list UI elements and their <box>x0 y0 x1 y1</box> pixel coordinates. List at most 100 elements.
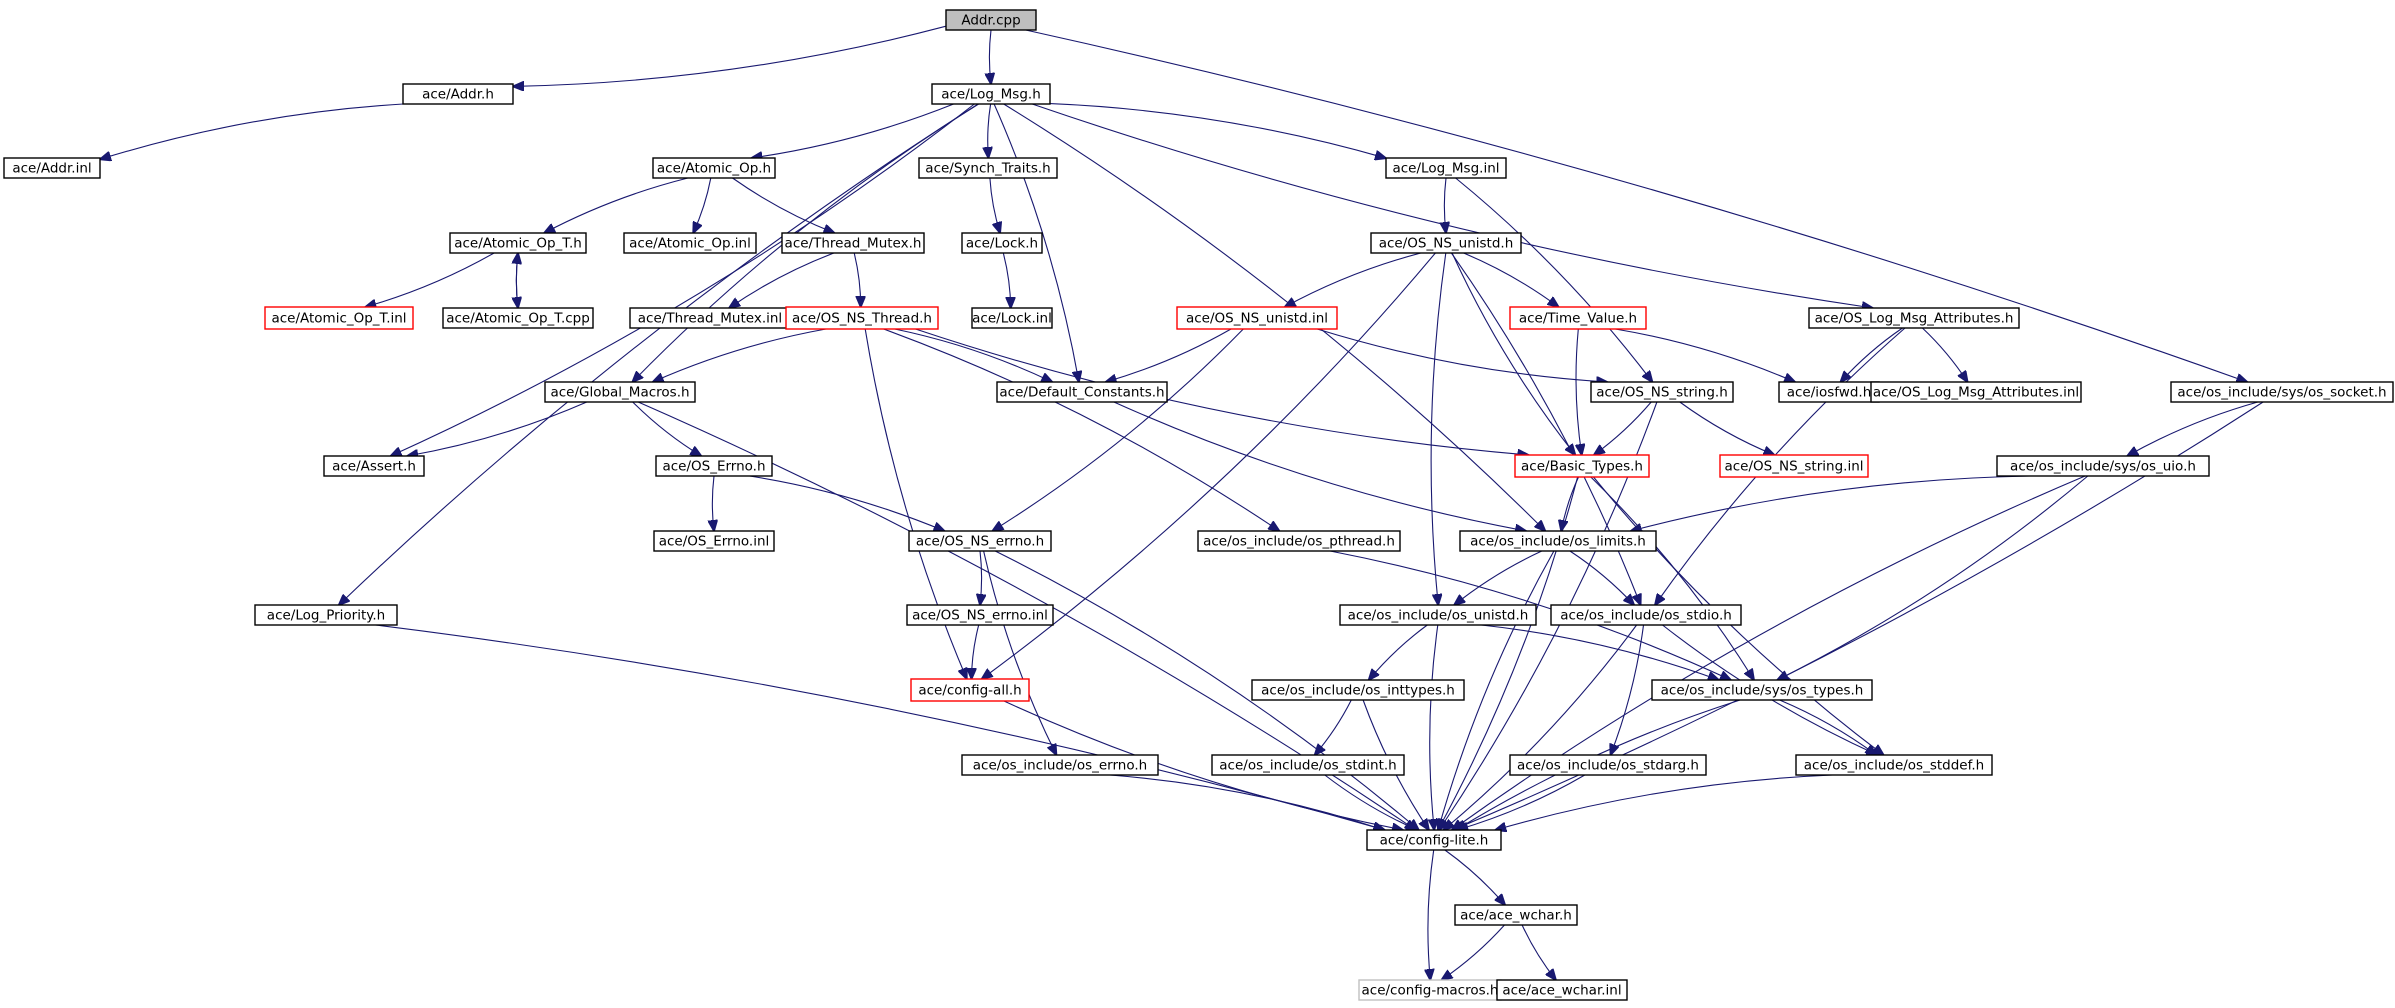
edge-os_ns_unistd_h-to-time_value_h <box>1463 252 1559 307</box>
node-os-ns-thread-h[interactable]: ace/OS_NS_Thread.h <box>785 306 939 330</box>
node-label: ace/os_include/os_limits.h <box>1470 534 1646 550</box>
node-os-stdarg-h[interactable]: ace/os_include/os_stdarg.h <box>1509 754 1707 776</box>
edge-os_ns_unistd_inl-to-default_constants_h <box>1106 328 1232 382</box>
node-config-lite-h[interactable]: ace/config-lite.h <box>1366 829 1502 851</box>
node-ace-wchar-h[interactable]: ace/ace_wchar.h <box>1454 904 1578 926</box>
edge-line <box>732 177 835 233</box>
node-box <box>945 9 1037 31</box>
edge-os_stdio_h-to-config_lite_h <box>1443 624 1638 830</box>
node-box <box>1454 904 1578 926</box>
node-os-limits-h[interactable]: ace/os_include/os_limits.h <box>1459 530 1657 552</box>
node-atomic-op-h[interactable]: ace/Atomic_Op.h <box>652 157 776 179</box>
node-os-log-msg-attributes-inl[interactable]: ace/OS_Log_Msg_Attributes.inl <box>1870 381 2082 403</box>
edge-os_unistd_h-to-config_lite_h <box>1430 624 1438 830</box>
node-os-inttypes-h[interactable]: ace/os_include/os_inttypes.h <box>1251 679 1465 701</box>
node-ace-wchar-inl[interactable]: ace/ace_wchar.inl <box>1496 979 1628 1001</box>
node-log-msg-h[interactable]: ace/Log_Msg.h <box>931 83 1051 105</box>
edge-addr_cpp-to-os_socket_h <box>1025 29 2248 382</box>
node-os-ns-unistd-h[interactable]: ace/OS_NS_unistd.h <box>1370 232 1522 254</box>
node-log-msg-inl[interactable]: ace/Log_Msg.inl <box>1385 157 1507 179</box>
node-os-errno-inl-cap[interactable]: ace/OS_Errno.inl <box>653 530 775 552</box>
node-assert-h[interactable]: ace/Assert.h <box>323 455 425 477</box>
edge-line <box>1002 252 1010 308</box>
node-default-constants-h[interactable]: ace/Default_Constants.h <box>996 381 1168 403</box>
edge-line <box>1444 177 1446 233</box>
node-atomic-op-t-cpp[interactable]: ace/Atomic_Op_T.cpp <box>442 307 594 329</box>
node-os-unistd-h[interactable]: ace/os_include/os_unistd.h <box>1339 604 1537 626</box>
node-box <box>1197 530 1401 552</box>
edge-line <box>1430 624 1438 830</box>
edge-line <box>992 328 1244 531</box>
node-label: ace/Addr.h <box>422 87 494 103</box>
node-label: ace/config-macros.h <box>1362 983 1499 999</box>
edge-line <box>516 253 518 309</box>
node-synch-traits-h[interactable]: ace/Synch_Traits.h <box>918 157 1058 179</box>
edge-line <box>894 328 1053 382</box>
node-thread-mutex-h[interactable]: ace/Thread_Mutex.h <box>781 232 925 254</box>
node-iosfwd-h[interactable]: ace/iosfwd.h <box>1778 381 1880 403</box>
node-label: ace/Synch_Traits.h <box>925 161 1050 177</box>
node-label: ace/config-all.h <box>918 683 1021 699</box>
node-lock-inl[interactable]: ace/Lock.inl <box>971 307 1053 329</box>
node-os-ns-string-h[interactable]: ace/OS_NS_string.h <box>1590 381 1734 403</box>
node-os-stddef-h[interactable]: ace/os_include/os_stddef.h <box>1795 754 1993 776</box>
node-os-errno-h[interactable]: ace/os_include/os_errno.h <box>961 754 1159 776</box>
edge-os_unistd_h-to-os_inttypes_h <box>1369 624 1428 680</box>
edge-line <box>1428 849 1434 980</box>
node-label: ace/Basic_Types.h <box>1521 459 1643 475</box>
node-label: ace/OS_Log_Msg_Attributes.h <box>1815 311 2014 327</box>
node-os-socket-h[interactable]: ace/os_include/sys/os_socket.h <box>2170 381 2394 403</box>
node-os-errno-h-cap[interactable]: ace/OS_Errno.h <box>655 455 773 477</box>
node-label: ace/OS_NS_string.inl <box>1724 459 1863 475</box>
node-box <box>1514 454 1650 478</box>
edge-layer <box>100 25 2264 980</box>
node-addr-inl[interactable]: ace/Addr.inl <box>3 157 101 179</box>
edge-line <box>513 25 947 86</box>
edge-line <box>1631 475 2031 531</box>
edge-os_pthread_h-to-os_types_h <box>1329 550 1731 680</box>
edge-line <box>1285 252 1421 307</box>
node-config-all-h[interactable]: ace/config-all.h <box>910 678 1030 702</box>
node-box <box>442 307 594 329</box>
node-box <box>323 455 425 477</box>
node-os-ns-unistd-inl[interactable]: ace/OS_NS_unistd.inl <box>1176 306 1338 330</box>
node-box <box>971 307 1053 329</box>
edge-atomic_op_t_cpp-to-atomic_op_t_h <box>516 253 518 309</box>
node-atomic-op-inl[interactable]: ace/Atomic_Op.inl <box>623 232 757 254</box>
node-thread-mutex-inl[interactable]: ace/Thread_Mutex.inl <box>629 307 791 329</box>
edge-line <box>1611 624 1645 755</box>
edge-line <box>1679 401 1775 455</box>
node-label: ace/OS_Errno.inl <box>659 534 770 550</box>
node-atomic-op-t-h[interactable]: ace/Atomic_Op_T.h <box>449 232 587 254</box>
edge-os_inttypes_h-to-os_stdint_h <box>1315 699 1352 755</box>
node-os-pthread-h[interactable]: ace/os_include/os_pthread.h <box>1197 530 1401 552</box>
edge-os_uio_h-to-os_types_h <box>1777 475 2089 680</box>
node-os-uio-h[interactable]: ace/os_include/sys/os_uio.h <box>1996 455 2210 477</box>
edge-log_msg_h-to-atomic_op_h <box>751 103 954 158</box>
node-os-types-h[interactable]: ace/os_include/sys/os_types.h <box>1651 679 1873 701</box>
node-lock-h[interactable]: ace/Lock.h <box>961 232 1043 254</box>
edge-line <box>864 328 967 679</box>
node-box <box>623 232 757 254</box>
node-os-ns-errno-h[interactable]: ace/OS_NS_errno.h <box>908 530 1052 552</box>
edge-line <box>1443 624 1638 830</box>
edge-os_limits_h-to-os_unistd_h <box>1454 550 1543 605</box>
node-log-priority-h[interactable]: ace/Log_Priority.h <box>254 604 398 626</box>
node-basic-types-h[interactable]: ace/Basic_Types.h <box>1514 454 1650 478</box>
node-os-ns-string-inl[interactable]: ace/OS_NS_string.inl <box>1719 454 1869 478</box>
edge-log_msg_h-to-assert_h <box>391 103 975 456</box>
edge-os_stddef_h-to-config_lite_h <box>1495 774 1833 830</box>
node-os-stdint-h[interactable]: ace/os_include/os_stdint.h <box>1211 754 1405 776</box>
node-box <box>2170 381 2394 403</box>
node-atomic-op-t-inl[interactable]: ace/Atomic_Op_T.inl <box>264 306 414 330</box>
node-addr-h[interactable]: ace/Addr.h <box>402 83 514 105</box>
node-time-value-h[interactable]: ace/Time_Value.h <box>1509 306 1647 330</box>
node-os-log-msg-attributes-h[interactable]: ace/OS_Log_Msg_Attributes.h <box>1808 307 2020 329</box>
node-os-ns-errno-inl[interactable]: ace/OS_NS_errno.inl <box>906 604 1054 626</box>
node-global-macros-h[interactable]: ace/Global_Macros.h <box>544 381 696 403</box>
node-box <box>254 604 398 626</box>
edge-os_limits_h-to-config_lite_h <box>1438 550 1555 830</box>
node-os-stdio-h[interactable]: ace/os_include/os_stdio.h <box>1550 604 1742 626</box>
edge-line <box>1049 103 1386 159</box>
node-config-macros-h[interactable]: ace/config-macros.h <box>1358 979 1502 1001</box>
